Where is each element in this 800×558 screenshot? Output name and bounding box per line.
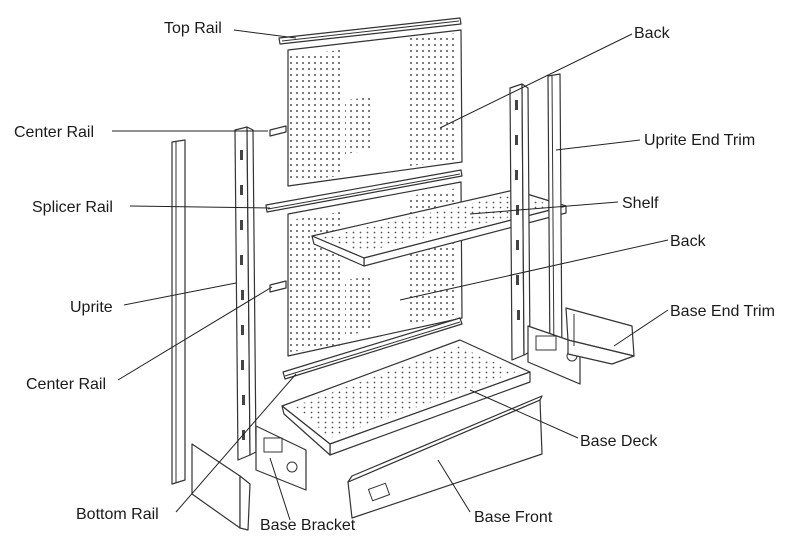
right-uprite-part bbox=[509, 83, 531, 361]
leader-lines bbox=[112, 29, 669, 521]
top-rail-part bbox=[278, 17, 462, 45]
label-center-rail-top: Center Rail bbox=[14, 124, 94, 141]
base-end-trim-part bbox=[565, 307, 635, 365]
label-splicer-rail: Splicer Rail bbox=[32, 199, 113, 216]
upper-back-panel bbox=[287, 29, 463, 187]
center-rail-lower-part bbox=[269, 280, 287, 293]
label-back-top: Back bbox=[634, 25, 671, 42]
splicer-rail-part bbox=[265, 169, 463, 213]
base-deck-part bbox=[281, 339, 531, 456]
left-base-end-panel bbox=[191, 443, 251, 531]
left-end-trim bbox=[171, 139, 186, 485]
base-front-part bbox=[347, 395, 543, 519]
label-bottom-rail: Bottom Rail bbox=[76, 506, 159, 523]
callout-labels: Top Rail Back Center Rail Uprite End Tri… bbox=[14, 20, 775, 534]
label-shelf: Shelf bbox=[622, 195, 659, 212]
label-base-deck: Base Deck bbox=[580, 433, 658, 450]
left-uprite-part bbox=[234, 126, 257, 461]
right-end-trim bbox=[547, 73, 563, 365]
label-top-rail: Top Rail bbox=[164, 20, 222, 37]
center-rail-upper-part bbox=[269, 125, 287, 137]
label-uprite-end-trim: Uprite End Trim bbox=[644, 132, 755, 149]
bottom-rail-part bbox=[282, 317, 463, 380]
label-base-front: Base Front bbox=[474, 509, 553, 526]
label-base-bracket: Base Bracket bbox=[260, 517, 356, 534]
label-uprite: Uprite bbox=[70, 299, 113, 316]
label-back-lower: Back bbox=[670, 233, 707, 250]
label-center-rail-lower: Center Rail bbox=[26, 376, 106, 393]
label-base-end-trim: Base End Trim bbox=[670, 303, 775, 320]
left-base-bracket-part bbox=[255, 425, 307, 491]
